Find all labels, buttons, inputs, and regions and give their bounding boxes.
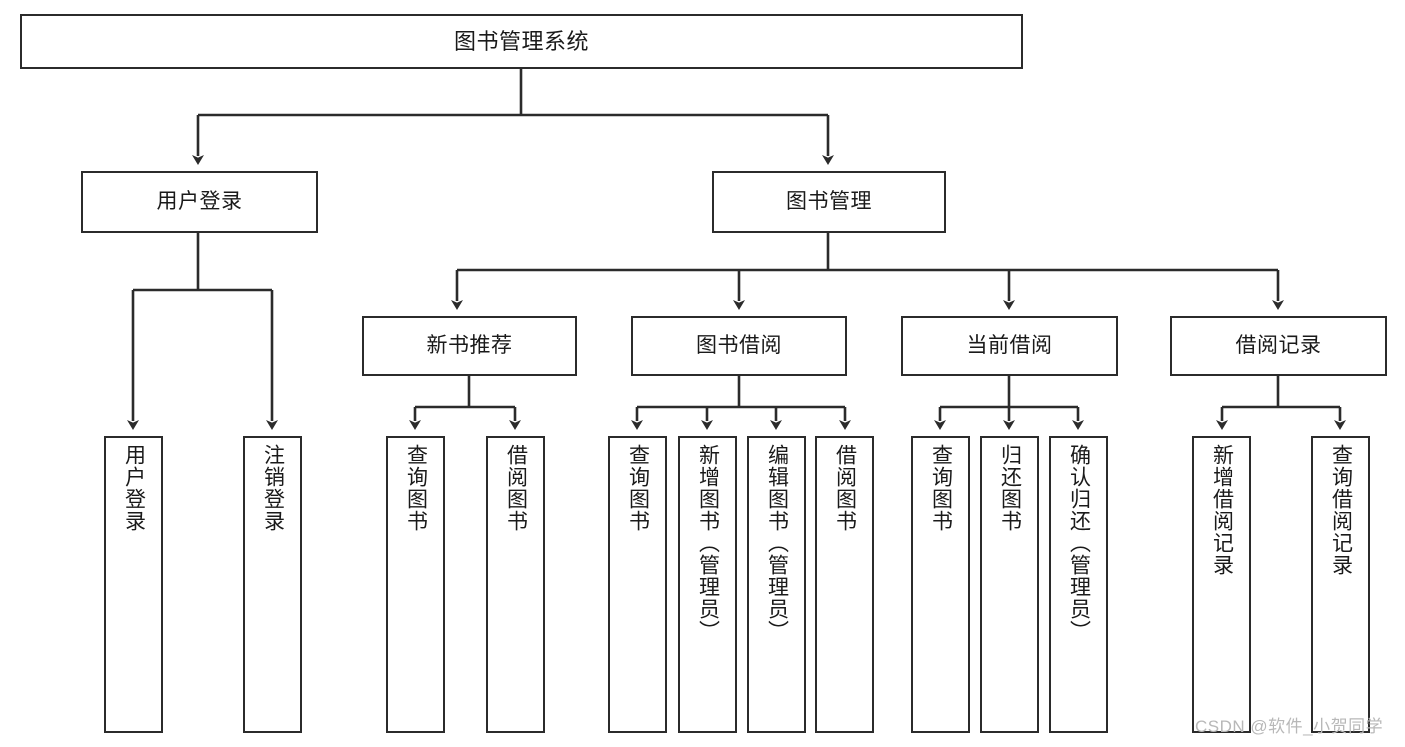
leaf-record-query[interactable]: 查询借阅记录: [1311, 436, 1370, 733]
node-label: 查询图书: [929, 444, 953, 532]
leaf-record-add[interactable]: 新增借阅记录: [1192, 436, 1251, 733]
leaf-user-login-signin[interactable]: 用户登录: [104, 436, 163, 733]
leaf-borrow-edit-book[interactable]: 编辑图书（管理员）: [747, 436, 806, 733]
node-label: 用户登录: [122, 444, 146, 532]
leaf-new-book-query[interactable]: 查询图书: [386, 436, 445, 733]
node-label: 图书管理系统: [453, 28, 589, 54]
node-label: 注销登录: [261, 444, 285, 532]
leaf-borrow-add-book[interactable]: 新增图书（管理员）: [678, 436, 737, 733]
node-label: 查询借阅记录: [1329, 444, 1353, 576]
node-label: 编辑图书（管理员）: [765, 444, 789, 642]
leaf-current-confirm-return[interactable]: 确认归还（管理员）: [1049, 436, 1108, 733]
leaf-new-book-borrow[interactable]: 借阅图书: [486, 436, 545, 733]
node-user-login[interactable]: 用户登录: [81, 171, 318, 233]
node-root-system[interactable]: 图书管理系统: [20, 14, 1023, 69]
node-label: 查询图书: [404, 444, 428, 532]
node-label: 借阅记录: [1235, 333, 1322, 357]
node-label: 借阅图书: [833, 444, 857, 532]
node-new-book-recommend[interactable]: 新书推荐: [362, 316, 577, 376]
node-label: 当前借阅: [966, 333, 1053, 357]
node-label: 图书借阅: [696, 333, 782, 357]
leaf-current-return-book[interactable]: 归还图书: [980, 436, 1039, 733]
node-label: 查询图书: [626, 444, 650, 532]
leaf-current-query-book[interactable]: 查询图书: [911, 436, 970, 733]
node-label: 归还图书: [998, 444, 1022, 532]
leaf-user-login-signout[interactable]: 注销登录: [243, 436, 302, 733]
node-label: 新书推荐: [426, 333, 513, 357]
node-borrow-record[interactable]: 借阅记录: [1170, 316, 1387, 376]
node-label: 新增借阅记录: [1210, 444, 1234, 576]
node-label: 确认归还（管理员）: [1067, 444, 1091, 642]
leaf-borrow-query-book[interactable]: 查询图书: [608, 436, 667, 733]
node-label: 借阅图书: [504, 444, 528, 532]
node-label: 图书管理: [786, 189, 872, 213]
node-book-management[interactable]: 图书管理: [712, 171, 946, 233]
csdn-watermark: CSDN @软件_小贺同学: [1195, 717, 1384, 736]
node-label: 用户登录: [156, 189, 243, 213]
node-current-borrow[interactable]: 当前借阅: [901, 316, 1118, 376]
node-label: 新增图书（管理员）: [696, 444, 720, 642]
leaf-borrow-lend-book[interactable]: 借阅图书: [815, 436, 874, 733]
node-book-borrow[interactable]: 图书借阅: [631, 316, 847, 376]
